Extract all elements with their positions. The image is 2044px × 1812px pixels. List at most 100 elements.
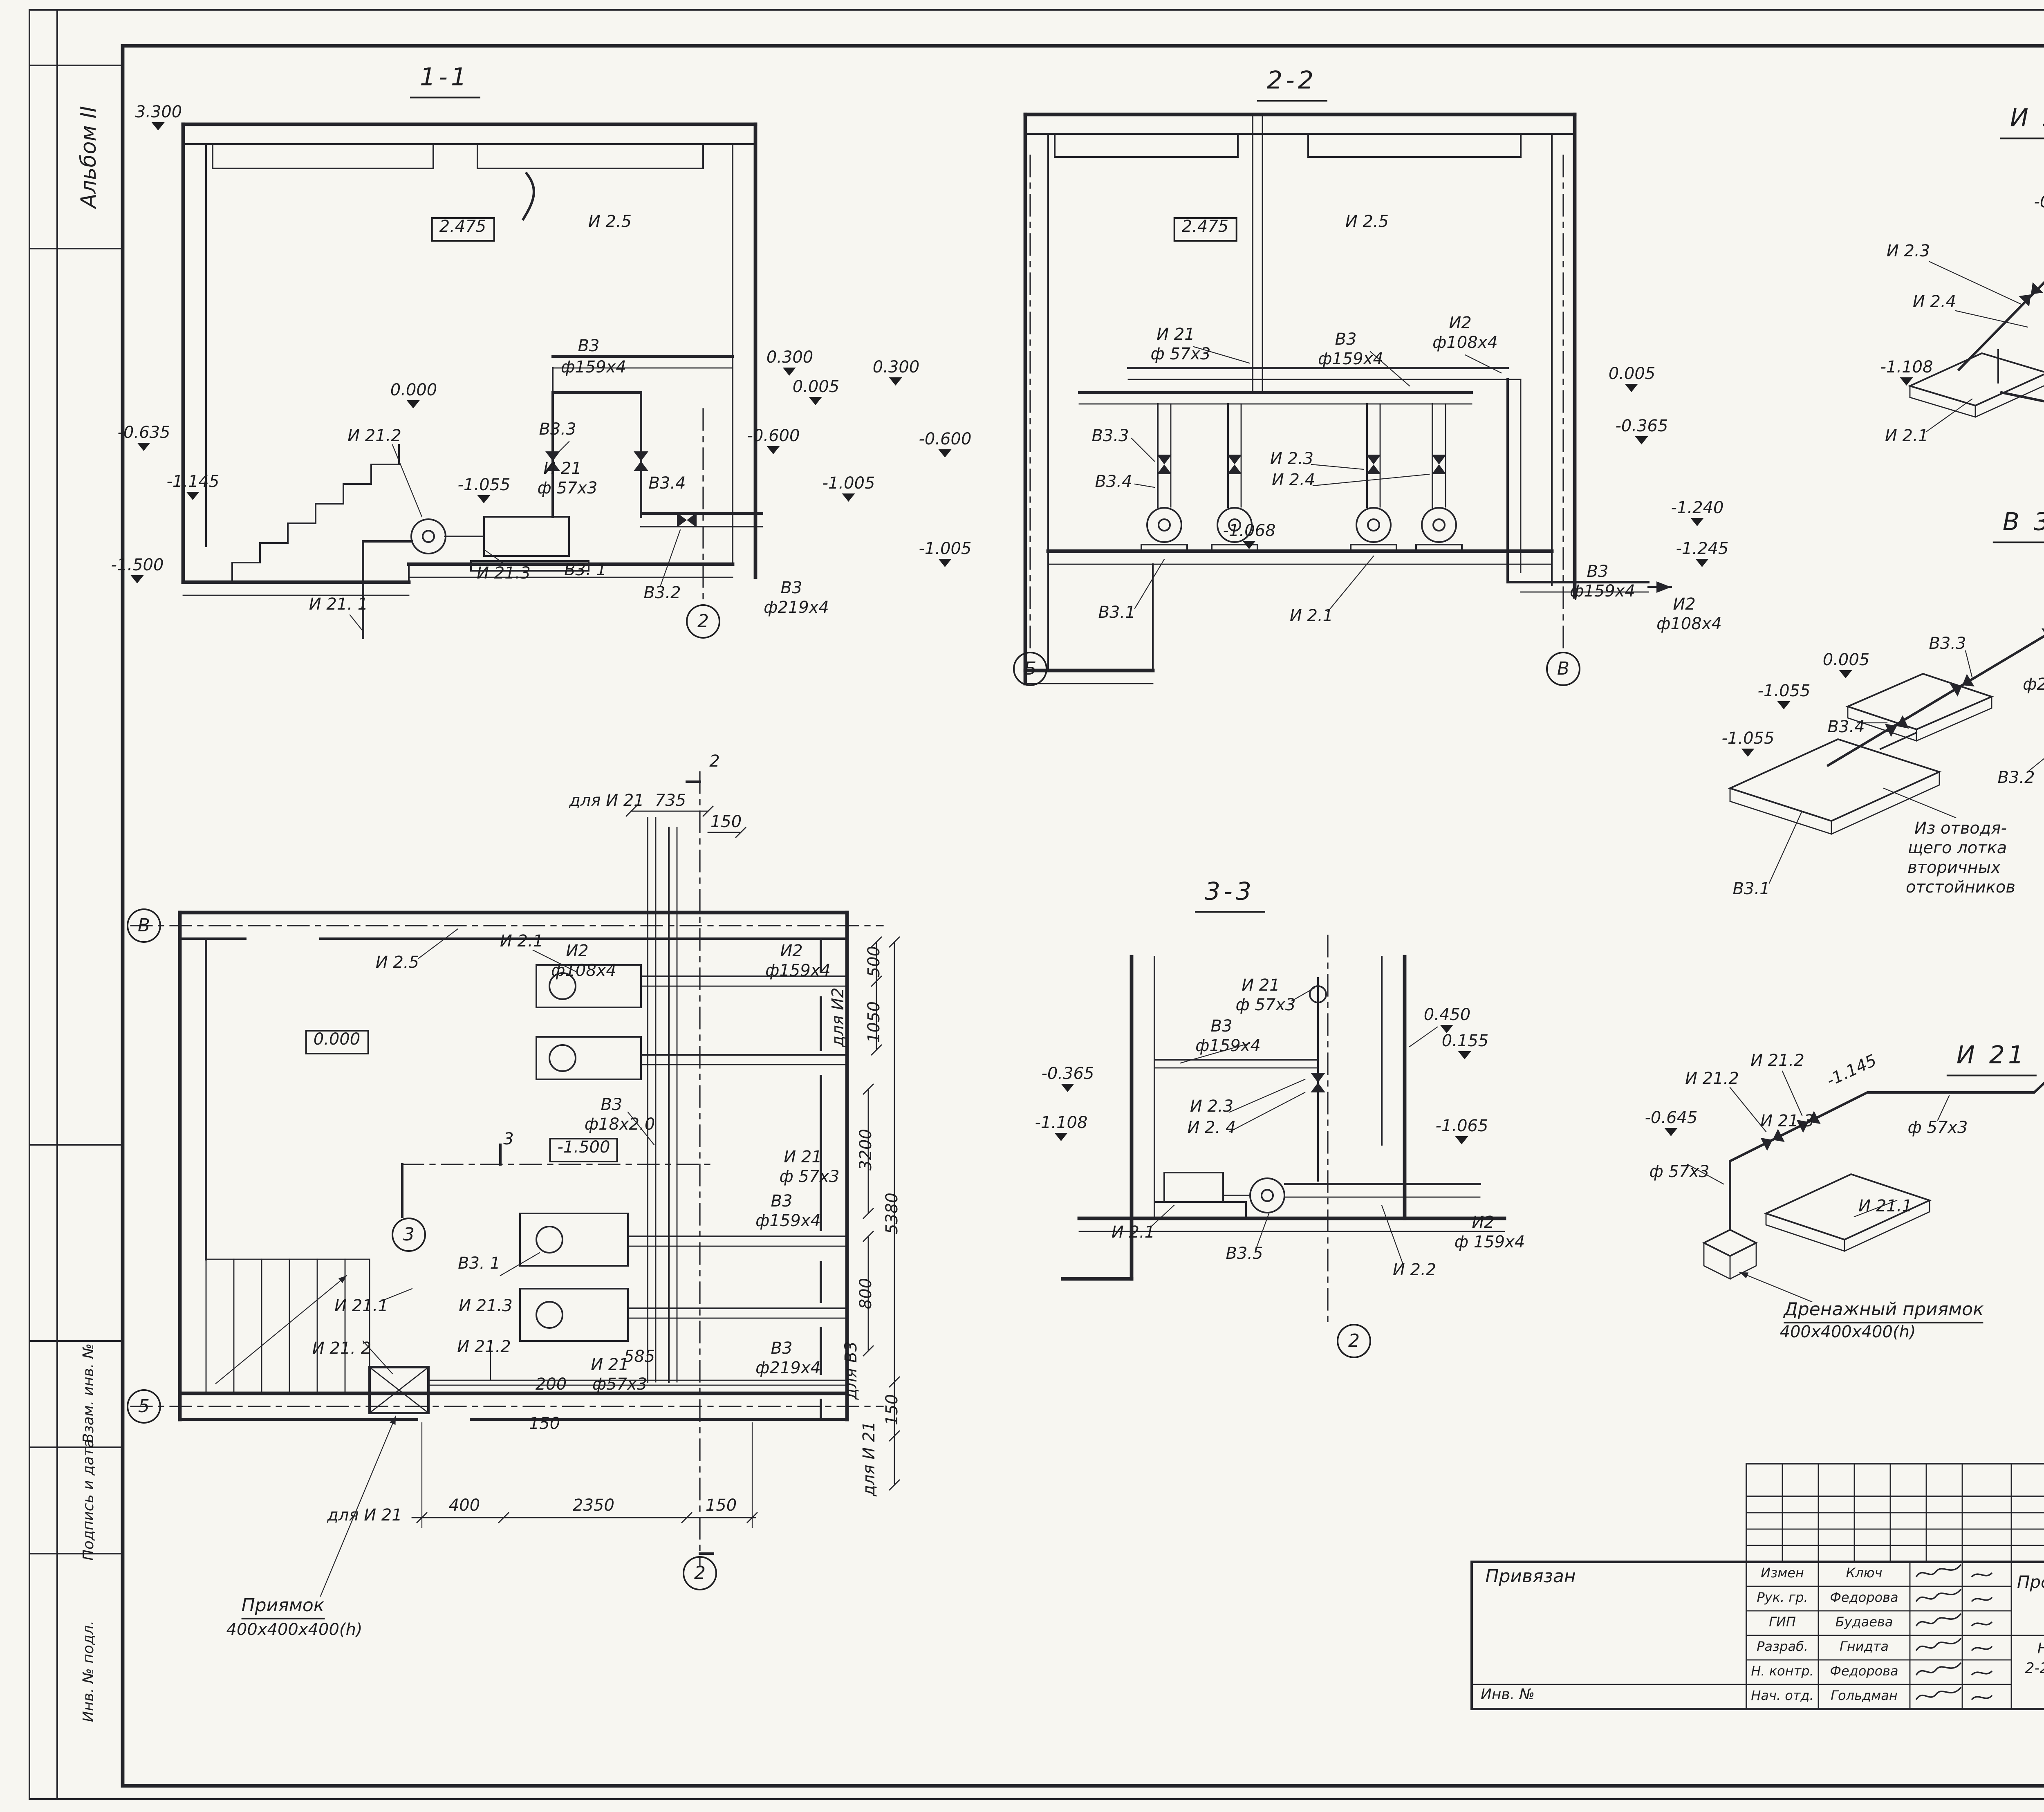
section-marker-2: 2 [686, 604, 720, 639]
staff-name: Гнидта [1840, 1639, 1889, 1654]
annotation-label: для В3 [845, 1341, 862, 1400]
annotation-label: 500 [868, 946, 885, 977]
annotation-label: 0.000 [305, 1030, 369, 1054]
annotation-label: вторичных [1907, 861, 2001, 879]
annotation-label: 200 [536, 1378, 567, 1395]
annotation-label: И 21.1 [334, 1300, 388, 1317]
annotation-label: Приямок [242, 1597, 325, 1619]
annotation-label: 0.300 [873, 361, 920, 378]
annotation-label: И 21. 1 [309, 598, 368, 615]
annotation-label: И 21 [784, 1151, 822, 1168]
annotation-label: 150 [706, 1499, 737, 1516]
annotation-label: 3 [503, 1133, 514, 1150]
annotation-label: -1.065 [1436, 1120, 1488, 1137]
annotation-label: 400 [449, 1499, 480, 1516]
annotation-label: 0.005 [793, 381, 840, 398]
annotation-label: 0.005 [1609, 368, 1656, 385]
annotation-label: И 21.2 [347, 430, 401, 447]
annotation-label: И 21.2 [457, 1341, 511, 1358]
annotation-label: ф159х4 [755, 1215, 821, 1232]
annotation-label: ф57х3 [592, 1378, 647, 1395]
annotation-label: -1.108 [1035, 1117, 1088, 1134]
annotation-label: 2.475 [1174, 217, 1237, 241]
annotation-label: В3 [1335, 333, 1357, 350]
annotation-label: В3. 1 [458, 1257, 500, 1274]
annotation-label: И2 [1472, 1216, 1494, 1233]
annotation-label: И 21.2 [1750, 1054, 1804, 1072]
annotation-label: В3.3 [539, 423, 576, 440]
annotation-label: -1.068 [1223, 525, 1276, 542]
annotation-label: И 21. 2 [312, 1342, 371, 1359]
annotation-label: ф 57х3 [1236, 999, 1296, 1016]
annotation-label: И 21 [591, 1359, 629, 1376]
annotation-label: 2350 [573, 1499, 614, 1516]
section-marker-2: 2 [683, 1556, 717, 1590]
annotation-label: И 2.4 [1913, 296, 1956, 313]
sheet-title-line: 2-2; 3-3. Схемы трубопроводов [2025, 1662, 2044, 1678]
binding-note: Привязан [1485, 1566, 1576, 1587]
annotation-label: В3 [1211, 1020, 1233, 1037]
annotation-label: -1.145 [167, 475, 220, 493]
annotation-label: ф 57х3 [1908, 1121, 1968, 1139]
annotation-label: ф 57х3 [538, 482, 598, 499]
annotation-label: -0.600 [747, 430, 800, 447]
annotation-label: 2.475 [431, 217, 495, 241]
axis-marker-5: 5 [127, 1389, 161, 1424]
annotation-label: И 21 [1242, 979, 1280, 996]
annotation-label: В3.1 [1732, 883, 1770, 900]
axis-marker-v: В [1546, 652, 1580, 686]
annotation-label: ф159х4 [561, 361, 626, 378]
annotation-label: Дренажный приямок [1784, 1301, 1983, 1323]
inventory-label: Инв. № [1481, 1688, 1535, 1704]
annotation-label: Из отводя- [1914, 822, 2007, 839]
annotation-label: -1.108 [1880, 361, 1933, 378]
annotation-label: В3.4 [1095, 475, 1132, 493]
staff-name: Гольдман [1831, 1689, 1898, 1703]
staff-role: Рук. гр. [1757, 1590, 1808, 1605]
staff-name: Федорова [1830, 1590, 1898, 1605]
annotation-label: И 2.3 [1190, 1100, 1233, 1117]
annotation-label: ф108х4 [1432, 336, 1498, 354]
annotation-label: -0.600 [919, 433, 972, 450]
staff-name: Ключ [1846, 1566, 1882, 1581]
annotation-label: для И 21 [863, 1421, 880, 1496]
annotation-label: -0.645 [1645, 1112, 1698, 1129]
staff-role: Нач. отд. [1751, 1689, 1813, 1703]
annotation-label: И2 [780, 945, 802, 962]
annotation-label: ф108х4 [1656, 618, 1722, 635]
annotation-label: ф219х4 [764, 601, 829, 619]
annotation-label: И 21.3 [477, 567, 531, 584]
annotation-label: В3 [771, 1195, 793, 1212]
annotation-label: -1.005 [919, 543, 972, 560]
annotation-label: И 2.1 [500, 935, 543, 952]
annotation-label: И 21.3 [459, 1300, 513, 1317]
annotation-label: В3.2 [1997, 771, 2035, 789]
view-title-1-1: 1-1 [410, 66, 480, 98]
annotation-label: ф219х4 [2023, 678, 2044, 695]
annotation-label: для И 21 [569, 794, 644, 812]
annotation-label: -1.500 [549, 1138, 619, 1162]
annotation-label: 800 [860, 1278, 877, 1309]
annotation-label: И 21 [543, 462, 582, 480]
annotation-label: 0.000 [390, 384, 437, 401]
annotation-label: 0.450 [1424, 1009, 1471, 1026]
annotation-label: И 21.1 [1858, 1200, 1912, 1217]
view-title-2-2: 2-2 [1257, 69, 1327, 101]
annotation-label: В3 [1587, 565, 1609, 583]
annotation-label: -1.055 [458, 479, 511, 496]
annotation-label: 400х400х400(h) [1780, 1326, 1916, 1343]
margin-stamp-inv: Инв. № подл. [82, 1621, 98, 1722]
annotation-label: В3 [771, 1342, 793, 1359]
annotation-label: ф108х4 [551, 964, 616, 982]
annotation-label: В3. 1 [564, 564, 607, 581]
annotation-label: И2 [1449, 317, 1471, 334]
annotation-label: ф 159х4 [1455, 1236, 1525, 1253]
scheme-title-v3: В 3 [1993, 511, 2044, 543]
staff-name: Будаева [1836, 1615, 1893, 1630]
annotation-label: 735 [655, 794, 686, 812]
annotation-label: -0.635 [118, 426, 170, 444]
annotation-label: ф 57х3 [1151, 348, 1211, 365]
annotation-label: ф159х4 [1195, 1040, 1261, 1057]
annotation-label: И 2.1 [1290, 610, 1333, 627]
annotation-label: -0.365 [1042, 1067, 1094, 1085]
